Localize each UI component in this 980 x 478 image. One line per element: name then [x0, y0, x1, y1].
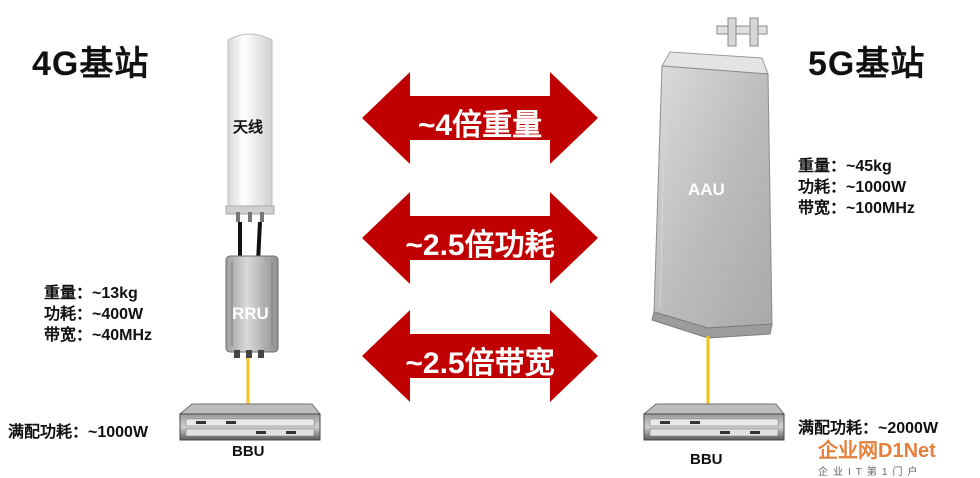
left-spec-list: 重量：~13kg 功耗：~400W 带宽：~40MHz	[44, 283, 152, 346]
right-spec-bandwidth: 带宽：~100MHz	[798, 200, 915, 217]
left-spec-bandwidth: 带宽：~40MHz	[44, 327, 153, 344]
left-bbu-label: BBU	[232, 443, 265, 460]
aau-label: AAU	[688, 180, 725, 199]
watermark-sub: 企业IT第1门户	[818, 467, 923, 478]
right-bbu-power: 满配功耗：~2000W	[798, 420, 939, 437]
left-bbu-chassis	[178, 403, 322, 441]
watermark-main: 企业网D1Net	[818, 440, 936, 462]
right-spec-list: 重量：~45kg 功耗：~1000W 带宽：~100MHz	[798, 156, 915, 219]
arrow-weight-label: ~4倍重量	[417, 109, 543, 142]
arrow-bandwidth	[362, 310, 598, 402]
antenna-jumper-cables	[238, 221, 262, 263]
arrow-power-label: ~2.5倍功耗	[405, 229, 555, 262]
arrow-power	[362, 192, 598, 284]
antenna-unit	[225, 33, 275, 222]
right-title: 5G基站	[808, 45, 926, 83]
aau-unit	[651, 17, 773, 339]
left-spec-power: 功耗：~400W	[44, 306, 144, 323]
left-bbu-power: 满配功耗：~1000W	[8, 424, 149, 441]
right-spec-weight: 重量：~45kg	[798, 158, 892, 175]
left-spec-weight: 重量：~13kg	[44, 285, 138, 302]
right-bbu-label: BBU	[690, 451, 723, 468]
right-bbu-chassis	[642, 403, 786, 441]
arrow-weight	[362, 72, 598, 164]
rru-label: RRU	[232, 304, 269, 323]
right-spec-power: 功耗：~1000W	[798, 179, 907, 196]
rru-unit	[225, 255, 279, 358]
watermark-logo: 企业网D1Net 企业IT第1门户	[818, 434, 978, 478]
left-title: 4G基站	[32, 45, 150, 83]
arrow-bandwidth-label: ~2.5倍带宽	[405, 347, 555, 380]
antenna-label: 天线	[233, 119, 264, 136]
